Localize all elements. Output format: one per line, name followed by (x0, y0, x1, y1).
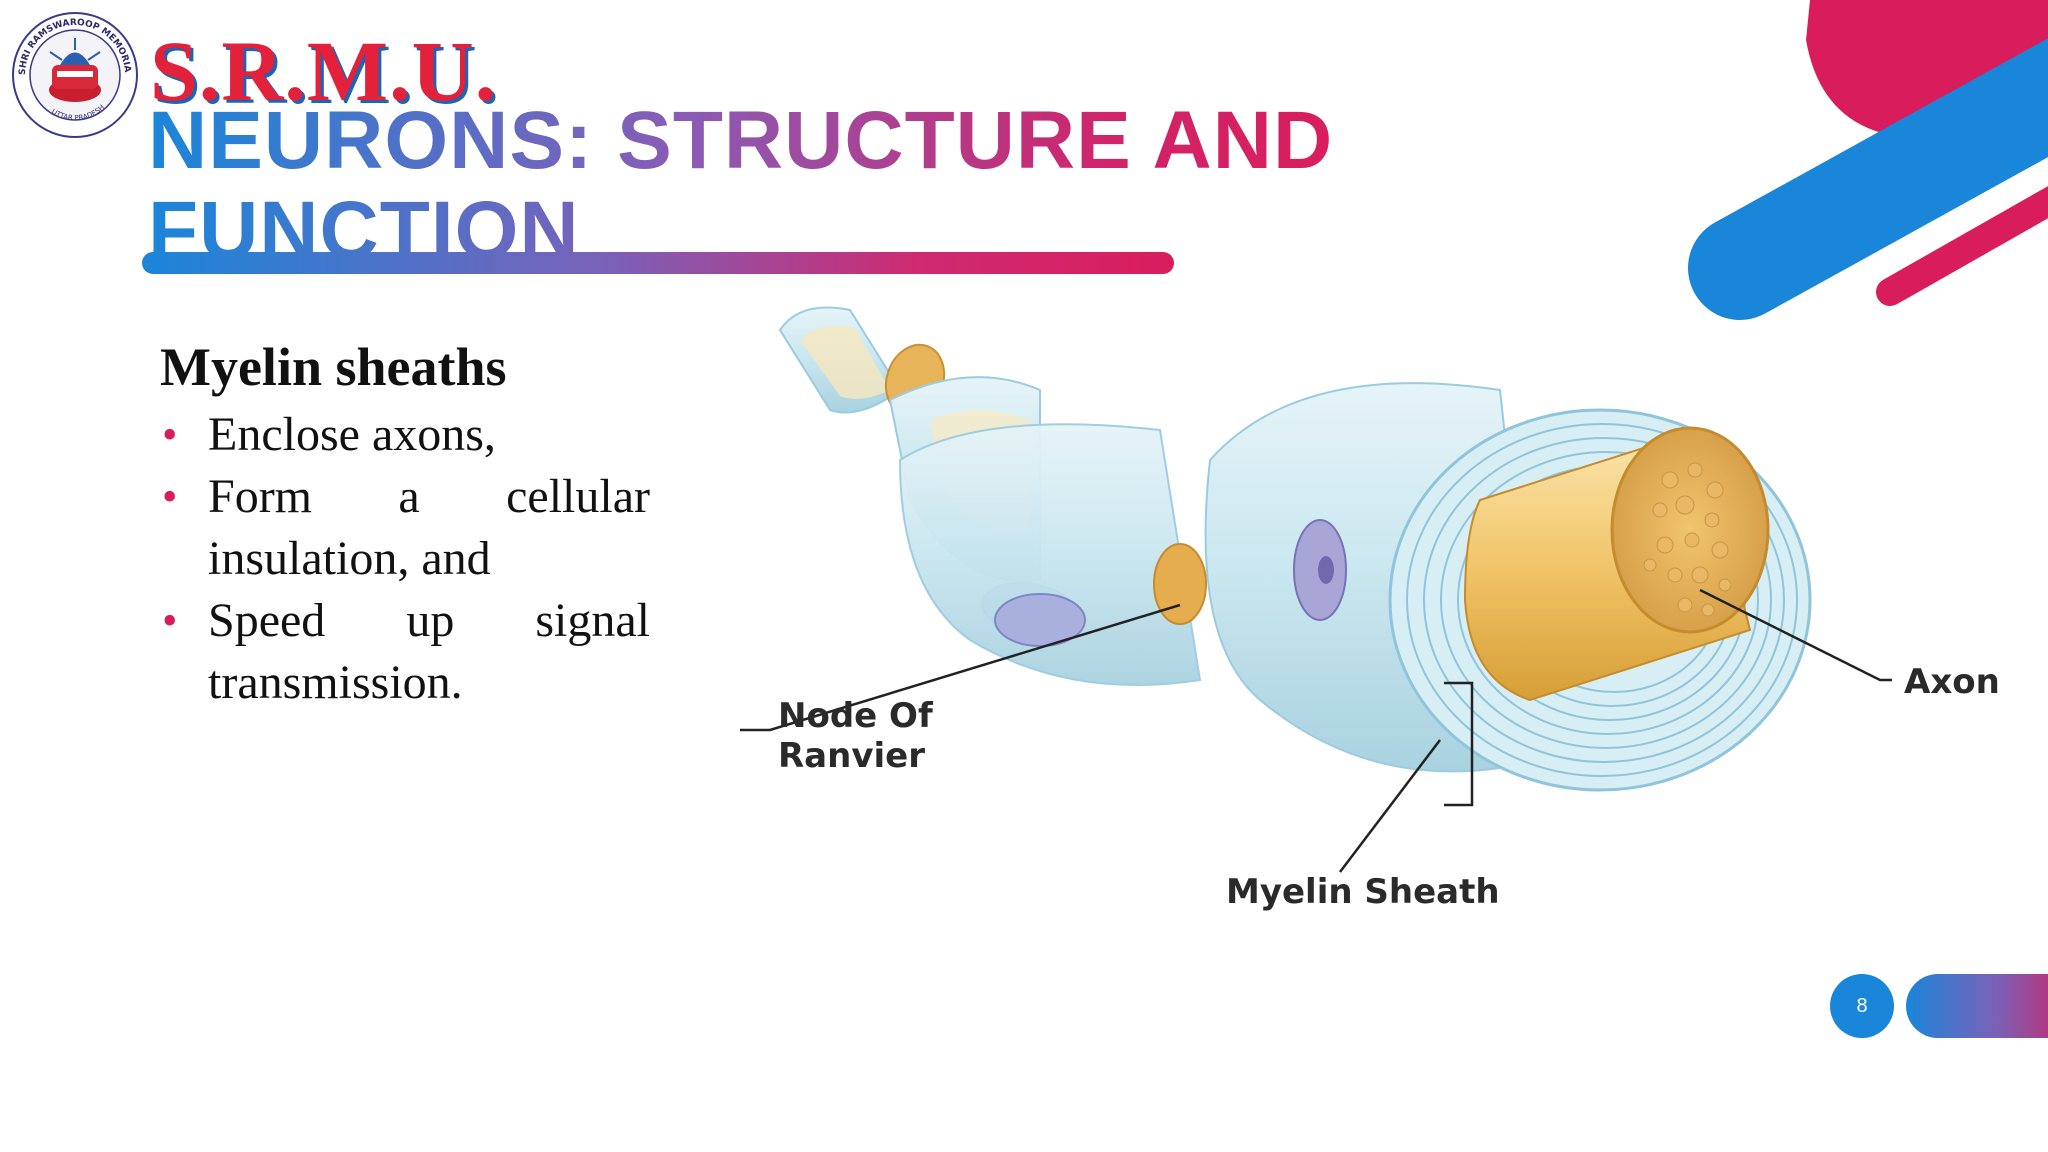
bullet-list: • Enclose axons, • Form a cellular insulat… (160, 404, 650, 714)
label-node-of-ranvier: Node Of Ranvier (778, 696, 933, 776)
list-item: • Form a cellular insulation, and (160, 466, 650, 590)
label-myelin-sheath: Myelin Sheath (1226, 872, 1500, 912)
list-item: • Enclose axons, (160, 404, 650, 466)
label-node-line1: Node Of (778, 696, 933, 736)
label-node-line2: Ranvier (778, 736, 925, 776)
bullet-dot-icon: • (162, 596, 178, 645)
slide-title: NEURONS: STRUCTURE AND FUNCTION (148, 96, 1348, 276)
myelin-sheath-diagram (740, 306, 1892, 873)
bullet-text: Speed up signal transmission. (208, 594, 650, 709)
bullet-text: Enclose axons, (208, 408, 496, 461)
title-underline (142, 252, 1174, 274)
label-axon: Axon (1904, 662, 2000, 702)
section-heading: Myelin sheaths (160, 337, 507, 397)
university-seal-icon: SHRI RAMSWAROOP MEMORIAL UNIVERSITY UTTA… (10, 10, 138, 138)
list-item: • Speed up signal transmission. (160, 590, 650, 714)
bullet-text: Form a cellular insulation, and (208, 470, 650, 585)
footer-gradient-bar (1906, 974, 2048, 1038)
page-number: 8 (1830, 974, 1894, 1038)
middle-segment (898, 423, 1207, 686)
bullet-dot-icon: • (162, 472, 178, 521)
leader-lines (740, 588, 1892, 873)
axon-core (1463, 426, 1770, 702)
brand-abbreviation: S.R.M.U. (150, 23, 498, 119)
bullet-dot-icon: • (162, 410, 178, 459)
